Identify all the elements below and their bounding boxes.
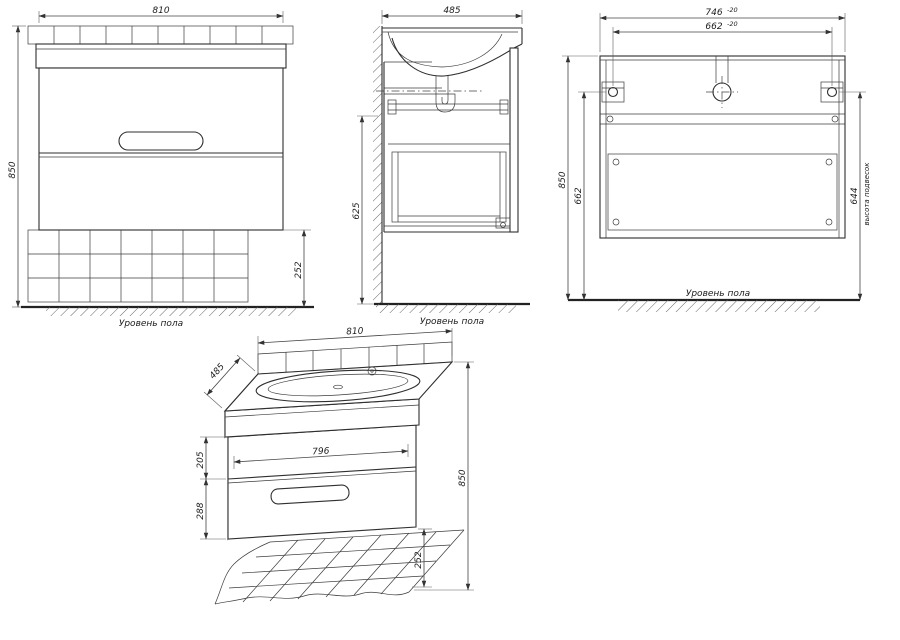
front-dim-height: 850 <box>8 25 26 308</box>
iso-dim-upper-drawer: 205 <box>196 436 226 480</box>
svg-text:205: 205 <box>196 451 206 468</box>
svg-text:850: 850 <box>458 469 468 486</box>
svg-text:746: 746 <box>705 8 722 18</box>
svg-text:252: 252 <box>414 551 424 568</box>
svg-text:288: 288 <box>196 502 206 519</box>
iso-dim-width: 810 <box>257 326 453 370</box>
svg-text:-20: -20 <box>727 20 738 28</box>
back-view: Уровень пола 746 -20 662 -20 850 662 644 <box>558 6 871 312</box>
svg-text:850: 850 <box>558 171 568 188</box>
side-dim-depth: 485 <box>381 6 523 24</box>
back-dim-outer-width: 746 -20 <box>599 6 846 52</box>
iso-floor-tiles <box>214 529 465 605</box>
back-dim-inner-width: 662 -20 <box>612 20 833 86</box>
side-floor-label: Уровень пола <box>420 317 484 327</box>
front-handle <box>118 131 204 151</box>
front-wall-tiles-bottom <box>27 229 249 303</box>
svg-text:810: 810 <box>152 6 169 16</box>
iso-dim-drawer-width: 796 <box>233 444 409 469</box>
iso-sink-top <box>223 361 454 439</box>
back-floor-label: Уровень пола <box>686 289 750 299</box>
back-cabinet <box>599 55 846 239</box>
side-cabinet <box>383 47 519 233</box>
front-wall-tiles-top <box>27 25 294 45</box>
back-hanger-height-label: высота подвесок <box>863 162 871 226</box>
front-floor <box>21 305 314 316</box>
svg-text:-20: -20 <box>727 6 738 14</box>
iso-handle <box>270 484 350 505</box>
iso-drain <box>333 384 343 390</box>
side-dim-height: 625 <box>352 115 378 305</box>
iso-dim-lower-drawer: 288 <box>196 478 226 540</box>
iso-view: 810 485 205 288 796 850 <box>196 326 474 605</box>
svg-text:644: 644 <box>850 187 860 204</box>
side-view: Уровень пола 485 625 <box>352 6 530 327</box>
svg-text:662: 662 <box>574 187 584 204</box>
svg-text:662: 662 <box>705 22 722 32</box>
svg-text:252: 252 <box>294 261 304 278</box>
front-dim-clearance: 252 <box>283 229 311 308</box>
front-cabinet <box>35 43 287 231</box>
svg-text:485: 485 <box>208 362 227 382</box>
back-dim-inner-height: 662 <box>574 91 606 301</box>
svg-text:810: 810 <box>346 326 364 337</box>
svg-text:485: 485 <box>443 6 460 16</box>
back-floor <box>568 298 860 312</box>
svg-text:850: 850 <box>8 161 18 178</box>
front-dim-width: 810 <box>38 6 284 23</box>
back-dim-hanger-height: 644 высота подвесок <box>839 91 871 301</box>
svg-text:796: 796 <box>312 446 330 457</box>
back-drain-hole <box>706 56 738 108</box>
back-dim-height: 850 <box>558 55 598 301</box>
front-view: Уровень пола 810 850 252 <box>8 6 314 329</box>
side-wall <box>373 26 383 304</box>
side-sink <box>382 27 523 90</box>
front-floor-label: Уровень пола <box>119 319 183 329</box>
iso-faucet-hole <box>367 366 377 376</box>
side-floor <box>374 302 530 313</box>
svg-text:625: 625 <box>352 202 362 219</box>
iso-dim-height: 850 <box>414 361 474 591</box>
iso-dim-clearance: 252 <box>412 528 432 588</box>
